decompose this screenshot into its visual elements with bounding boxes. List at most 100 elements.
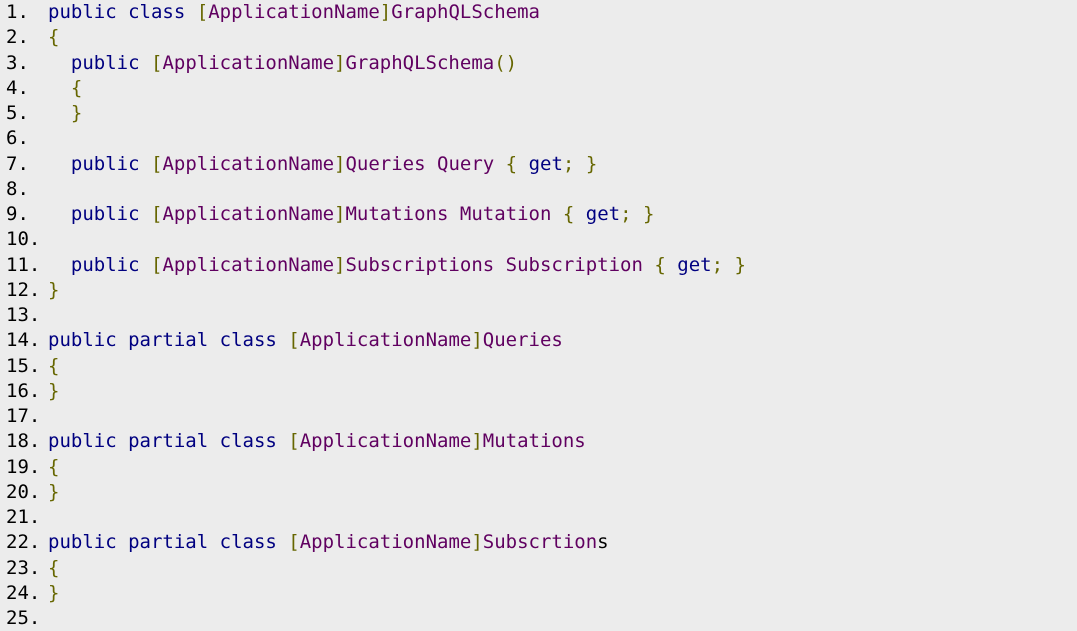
code-indent [48, 254, 71, 276]
code-line: 25. [0, 606, 1077, 631]
code-text [140, 254, 151, 276]
code-line: 2.{ [0, 25, 1077, 50]
code-punctuation: [ [150, 152, 163, 175]
code-punctuation: [ [196, 1, 209, 23]
code-punctuation: ] [334, 152, 346, 175]
code-punctuation: ; [620, 203, 632, 225]
line-code: public class [ApplicationName]GraphQLSch… [48, 0, 540, 25]
code-type-name: Query [437, 152, 495, 175]
line-number: 9. [6, 203, 29, 225]
code-keyword: public [48, 329, 117, 352]
code-indent [48, 77, 71, 99]
line-code: public partial class [ApplicationName]Mu… [48, 429, 586, 454]
code-line: 15.{ [0, 354, 1077, 379]
line-number: 20. [6, 480, 41, 503]
code-punctuation: [ [150, 253, 163, 276]
line-number: 6. [6, 127, 29, 150]
code-type-name: ApplicationName [299, 531, 472, 554]
code-text [494, 153, 505, 175]
code-type-name: ApplicationName [162, 152, 335, 175]
code-text [208, 430, 219, 452]
code-punctuation: } [48, 278, 60, 301]
code-type-name: ApplicationName [299, 329, 472, 352]
code-type-name: Subscriptions [345, 253, 495, 276]
code-text [208, 329, 219, 351]
code-punctuation: [ [288, 430, 300, 453]
code-indent [48, 153, 71, 175]
code-punctuation: ] [379, 1, 392, 23]
code-punctuation: { [562, 203, 575, 225]
code-punctuation: } [70, 102, 83, 124]
line-code: { [48, 76, 82, 101]
line-number: 18. [6, 430, 41, 453]
line-number: 1. [6, 1, 29, 23]
code-punctuation: ] [334, 51, 346, 74]
code-indent [48, 203, 71, 225]
code-text [277, 531, 288, 553]
line-number: 12. [6, 278, 41, 301]
code-keyword: public [48, 430, 117, 453]
code-line: 4. { [0, 76, 1077, 101]
code-text [140, 52, 151, 74]
line-number: 3. [6, 51, 29, 74]
code-line: 14.public partial class [ApplicationName… [0, 328, 1077, 353]
code-text [277, 430, 288, 452]
code-punctuation: { [48, 455, 60, 478]
code-punctuation: [ [288, 531, 300, 554]
code-keyword: get [585, 203, 621, 225]
code-keyword: get [677, 253, 712, 276]
code-text [517, 153, 528, 175]
code-keyword: get [528, 152, 563, 175]
code-type-name: ApplicationName [162, 51, 335, 74]
code-keyword: class [128, 1, 186, 23]
code-keyword: class [219, 531, 277, 554]
code-keyword: public [70, 152, 140, 175]
line-number: 21. [6, 506, 41, 528]
line-number: 13. [6, 304, 41, 326]
code-punctuation: ] [471, 531, 483, 554]
code-line: 3. public [ApplicationName]GraphQLSchema… [0, 51, 1077, 76]
line-number: 14. [6, 329, 41, 352]
code-type-name: ApplicationName [299, 430, 472, 453]
code-text [208, 531, 219, 553]
code-type-name: GraphQLSchema [345, 51, 495, 74]
code-type-name: Subscription [505, 253, 643, 276]
code-text [666, 254, 677, 276]
line-code: } [48, 101, 82, 126]
line-number: 11. [6, 253, 41, 276]
code-indent [48, 102, 71, 124]
line-number: 5. [6, 102, 29, 124]
line-code: } [48, 379, 59, 404]
code-text [117, 430, 128, 452]
code-punctuation: } [734, 253, 746, 276]
code-line: 9. public [ApplicationName]Mutations Mut… [0, 202, 1077, 227]
code-punctuation: [ [150, 203, 163, 225]
line-number: 22. [6, 531, 41, 554]
code-line: 11. public [ApplicationName]Subscription… [0, 253, 1077, 278]
code-text [574, 153, 585, 175]
code-type-name: Mutation [459, 203, 552, 225]
code-keyword: partial [128, 531, 209, 554]
code-punctuation: [ [150, 51, 163, 74]
code-text [140, 203, 151, 225]
code-text [632, 203, 643, 225]
line-code: public [ApplicationName]Queries Query { … [48, 152, 597, 177]
code-line: 12.} [0, 278, 1077, 303]
code-text [140, 153, 151, 175]
code-line: 18. public partial class [ApplicationName… [0, 429, 1077, 454]
code-type-name: ApplicationName [162, 203, 335, 225]
code-keyword: public [48, 1, 117, 23]
line-code: public [ApplicationName]Mutations Mutati… [48, 202, 655, 227]
line-code: { [48, 455, 59, 480]
code-line: 1. public class [ApplicationName]GraphQLS… [0, 0, 1077, 25]
line-code: public [ApplicationName]Subscriptions Su… [48, 253, 746, 278]
code-text [643, 254, 654, 276]
code-text [117, 329, 128, 351]
code-line: 16.} [0, 379, 1077, 404]
line-code: public [ApplicationName]GraphQLSchema() [48, 51, 517, 76]
code-punctuation: } [48, 581, 60, 604]
code-type-name: Mutations [482, 430, 586, 453]
line-code: } [48, 480, 59, 505]
code-keyword: partial [128, 329, 209, 352]
